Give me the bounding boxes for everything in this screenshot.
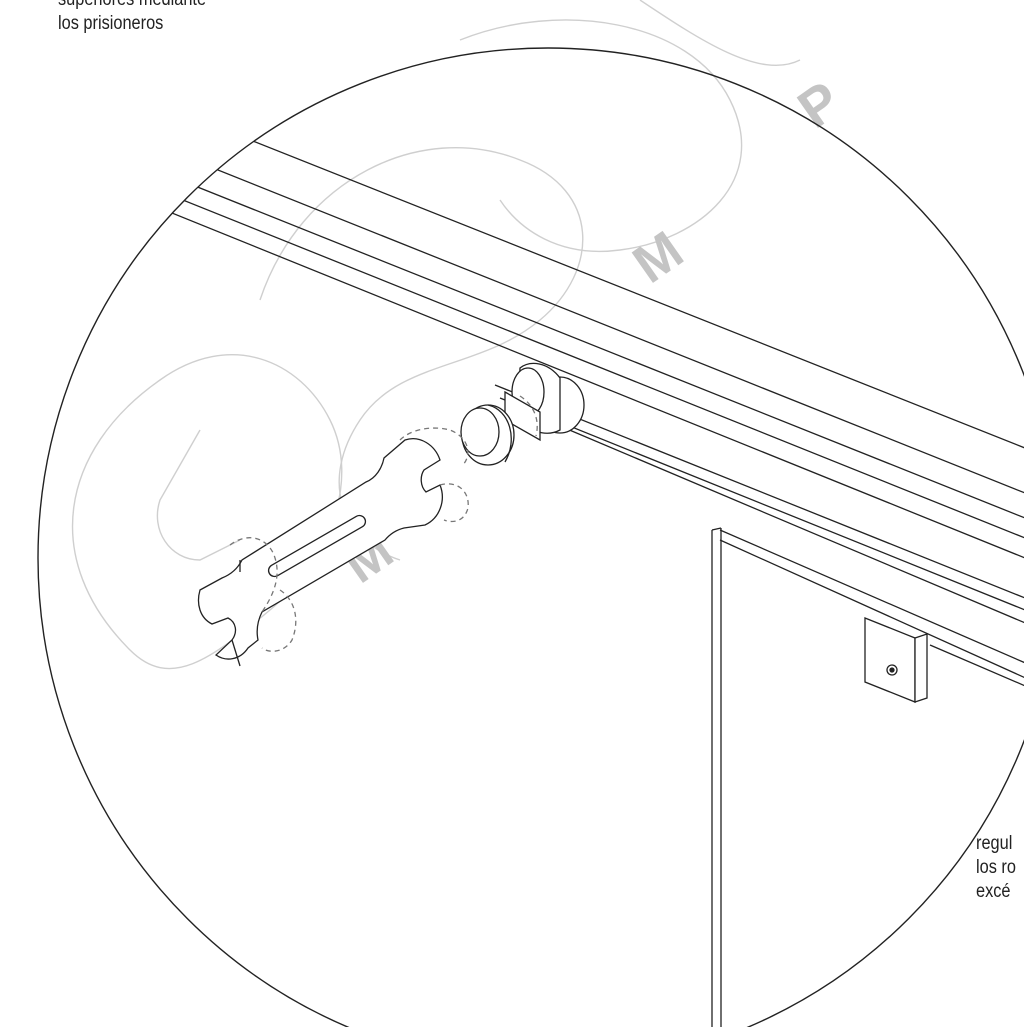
top-rail xyxy=(119,119,1024,689)
glass-panels xyxy=(711,527,722,1027)
annotation-bottom-right: regul los ro excé xyxy=(976,832,1016,904)
wrench-motion-dashes xyxy=(229,395,538,652)
watermark-shape-c xyxy=(459,19,743,252)
annotation-line: excé xyxy=(976,881,1011,902)
annotation-line: superiores mediante xyxy=(58,0,206,12)
wrench xyxy=(197,438,443,667)
detail-circle xyxy=(37,47,1024,1027)
annotation-line: los prisioneros xyxy=(58,13,164,34)
eccentric-cap xyxy=(460,404,515,466)
watermark xyxy=(71,0,801,670)
roller-assembly xyxy=(504,362,585,442)
annotation-line: los ro xyxy=(976,857,1016,878)
annotation-top-left: superiores mediante los prisioneros xyxy=(58,0,206,36)
watermark-shape-e xyxy=(156,429,241,561)
watermark-letter-1: M xyxy=(622,220,693,295)
watermark-shape-d xyxy=(639,0,801,66)
mounting-bracket xyxy=(864,617,928,703)
watermark-letter-3: P xyxy=(787,70,851,140)
wrench-slot xyxy=(267,514,367,578)
annotation-line: regul xyxy=(976,833,1013,854)
